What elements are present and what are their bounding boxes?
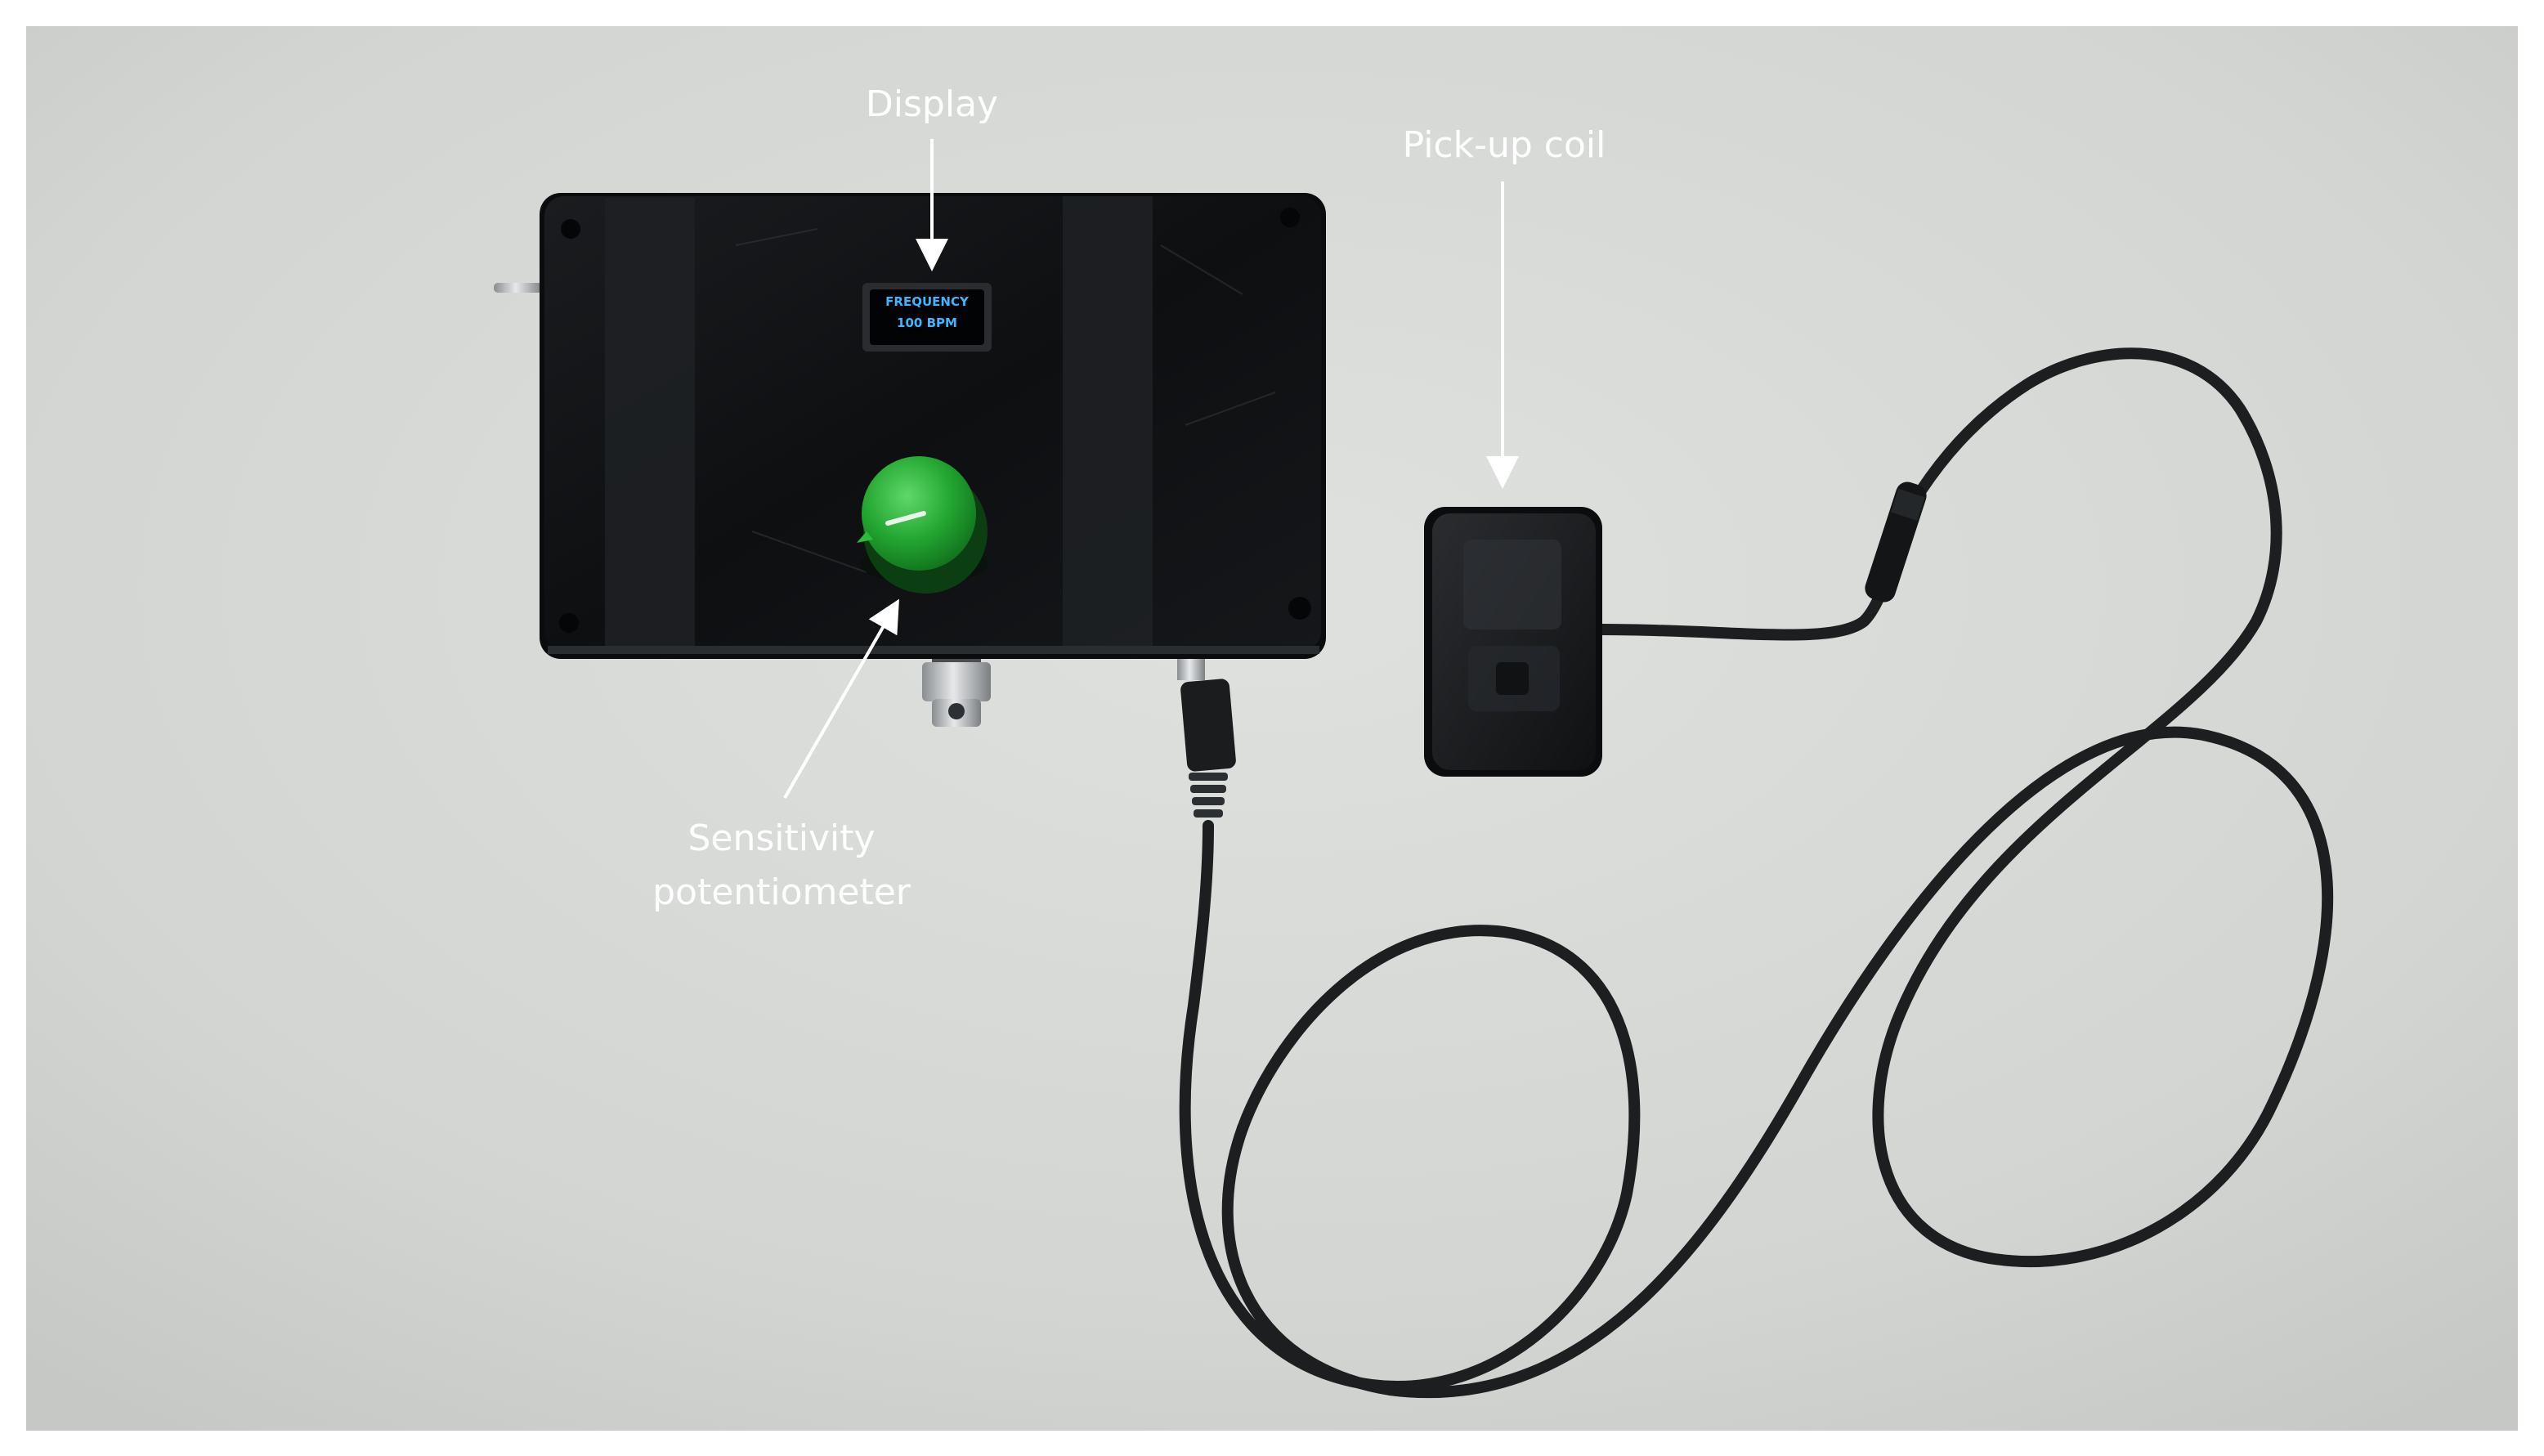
annotation-display: Display — [866, 83, 998, 271]
pick-up-coil — [1424, 507, 1602, 777]
device-enclosure — [540, 193, 1326, 659]
toggle-switch-pin — [494, 283, 543, 293]
display-line-bpm: 100 BPM — [897, 316, 957, 330]
tape-strip-left — [605, 198, 695, 649]
potentiometer-label-line2: potentiometer — [652, 871, 911, 913]
tape-strip-right — [1063, 196, 1153, 651]
cable-inline-connector — [1865, 482, 1927, 603]
bnc-connector-icon — [922, 654, 991, 727]
arrow-icon — [783, 598, 899, 799]
rotary-knob-icon — [857, 456, 988, 594]
pick-up-coil-label: Pick-up coil — [1403, 124, 1606, 166]
oled-display: FREQUENCY 100 BPM — [862, 283, 992, 352]
potentiometer-label-line1: Sensitivity — [688, 818, 875, 859]
annotation-pick-up-coil: Pick-up coil — [1403, 124, 1606, 489]
display-label: Display — [866, 83, 998, 125]
display-line-frequency: FREQUENCY — [885, 294, 970, 309]
annotation-potentiometer: Sensitivity potentiometer — [652, 598, 911, 913]
